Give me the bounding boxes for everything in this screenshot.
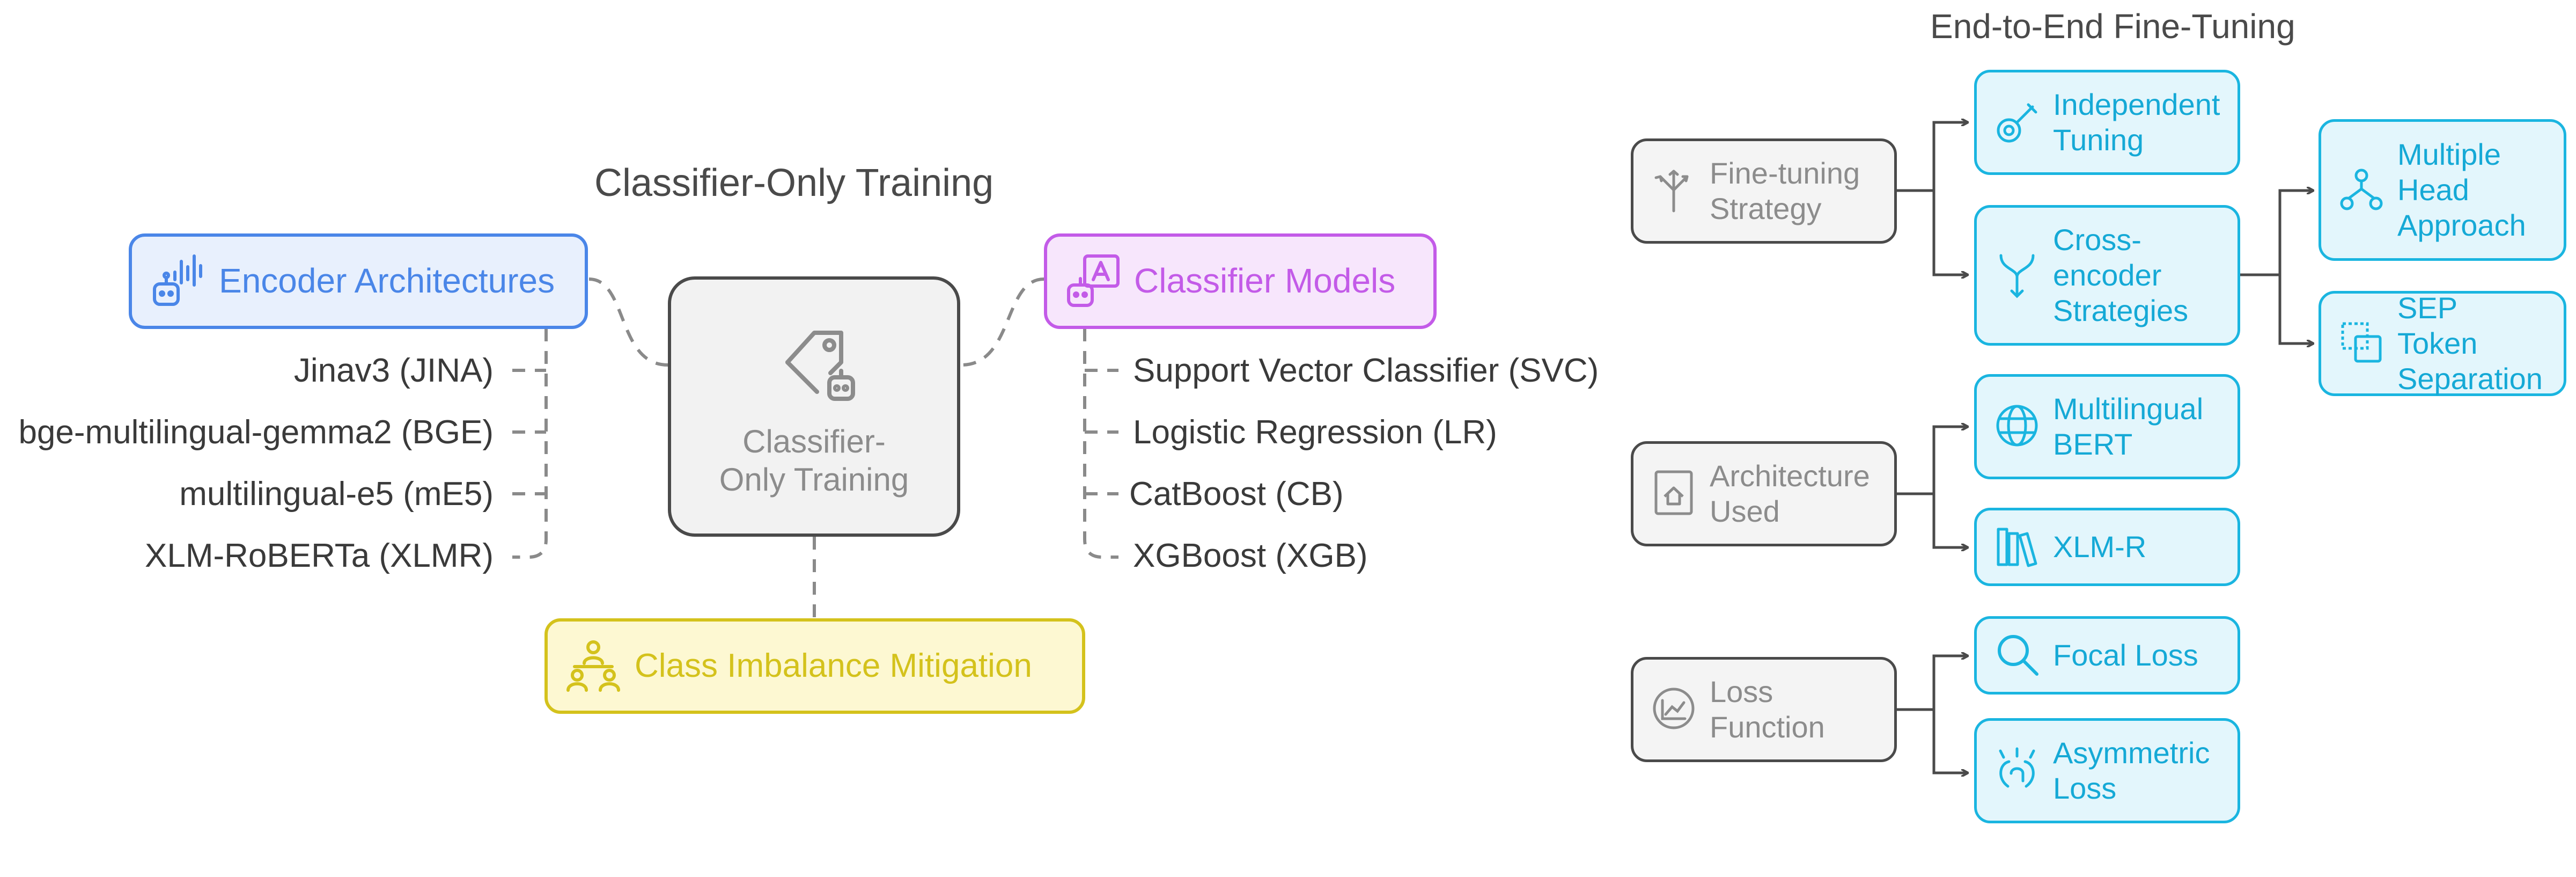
arch-to-xlmr-arrow [1932,494,1968,547]
hierarchy-icon [2337,165,2386,216]
asymmetric-loss-node[interactable]: Asymmetric Loss [1974,718,2240,823]
asymmetric-loss-label: Asymmetric Loss [2053,735,2210,805]
branch-arrows-icon [1650,166,1698,217]
cross-to-sep-arrow [2278,275,2313,344]
sep-token-separation-node[interactable]: SEP Token Separation [2319,291,2566,396]
cross-to-multihead-arrow [2240,191,2313,276]
merge-arrow-icon [1993,250,2041,301]
left-diagram-title: Classifier-Only Training [594,162,994,204]
classifier-to-center-connector [961,277,1044,367]
encoder-to-center-connector [588,277,668,367]
multilingual-bert-node[interactable]: Multilingual BERT [1974,374,2240,479]
robot-text-icon [1063,251,1122,312]
focal-loss-label: Focal Loss [2053,638,2198,672]
classifier-item-4: XGBoost (XGB) [1133,537,1368,574]
strategy-to-cross-arrow [1932,191,1968,275]
classifier-item-2: Logistic Regression (LR) [1133,414,1497,451]
independent-tuning-label: Independent Tuning [2053,87,2220,157]
sep-token-label: SEP Token Separation [2397,290,2543,396]
architecture-used-label: Architecture Used [1710,458,1870,528]
classifier-models-node[interactable]: Classifier Models [1044,233,1437,329]
classifier-item-1: Support Vector Classifier (SVC) [1133,352,1599,389]
classifier-only-training-node[interactable]: Classifier-Only Training [668,276,960,537]
xlm-r-label: XLM-R [2053,529,2147,564]
independent-tuning-node[interactable]: Independent Tuning [1974,70,2240,175]
loss-to-asym-arrow [1932,710,1968,773]
loss-function-label: Loss Function [1710,674,1825,744]
loss-to-focal-arrow [1896,656,1968,711]
cross-encoder-strategies-node[interactable]: Cross-encoder Strategies [1974,205,2240,346]
recycle-icon [1993,746,2041,796]
multilingual-bert-label: Multilingual BERT [2053,391,2204,461]
tag-robot-icon [766,314,863,413]
books-icon [1993,522,2041,573]
arch-to-mbert-arrow [1896,427,1968,495]
encoder-architectures-node[interactable]: Encoder Architectures [129,233,588,329]
encoder-item-3: multilingual-e5 (mE5) [179,476,494,513]
center-node-label: Classifier-Only Training [719,423,909,498]
classifier-label: Classifier Models [1134,261,1396,301]
strategy-to-independent-arrow [1896,122,1968,192]
right-diagram-title: End-to-End Fine-Tuning [1930,7,2295,46]
classifier-items-bracket [1083,328,1118,559]
robot-waveform-icon [148,251,207,312]
encoder-item-2: bge-multilingual-gemma2 (BGE) [18,414,494,451]
encoder-label: Encoder Architectures [219,261,555,301]
fine-tuning-strategy-label: Fine-tuning Strategy [1710,156,1860,225]
xlm-r-node[interactable]: XLM-R [1974,508,2240,586]
globe-icon [1993,401,2041,452]
loss-function-node[interactable]: Loss Function [1631,657,1897,762]
class-imbalance-mitigation-node[interactable]: Class Imbalance Mitigation [544,618,1085,714]
encoder-items-bracket [512,328,548,559]
cross-encoder-label: Cross-encoder Strategies [2053,222,2189,328]
multiple-head-label: Multiple Head Approach [2397,137,2526,243]
multiple-head-approach-node[interactable]: Multiple Head Approach [2319,119,2566,261]
overlap-squares-icon [2337,318,2386,369]
classifier-item-3: CatBoost (CB) [1129,476,1344,513]
imbalance-label: Class Imbalance Mitigation [635,647,1032,685]
encoder-item-4: XLM-RoBERTa (XLMR) [144,537,494,574]
fine-tuning-strategy-node[interactable]: Fine-tuning Strategy [1631,138,1897,244]
focal-loss-node[interactable]: Focal Loss [1974,616,2240,695]
encoder-item-1: Jinav3 (JINA) [293,352,494,389]
key-tuning-icon [1993,97,2041,148]
architecture-used-node[interactable]: Architecture Used [1631,441,1897,546]
magnifier-icon [1993,630,2041,681]
people-balance-icon [564,635,623,697]
chart-circle-icon [1650,684,1698,735]
house-doc-icon [1650,469,1698,520]
